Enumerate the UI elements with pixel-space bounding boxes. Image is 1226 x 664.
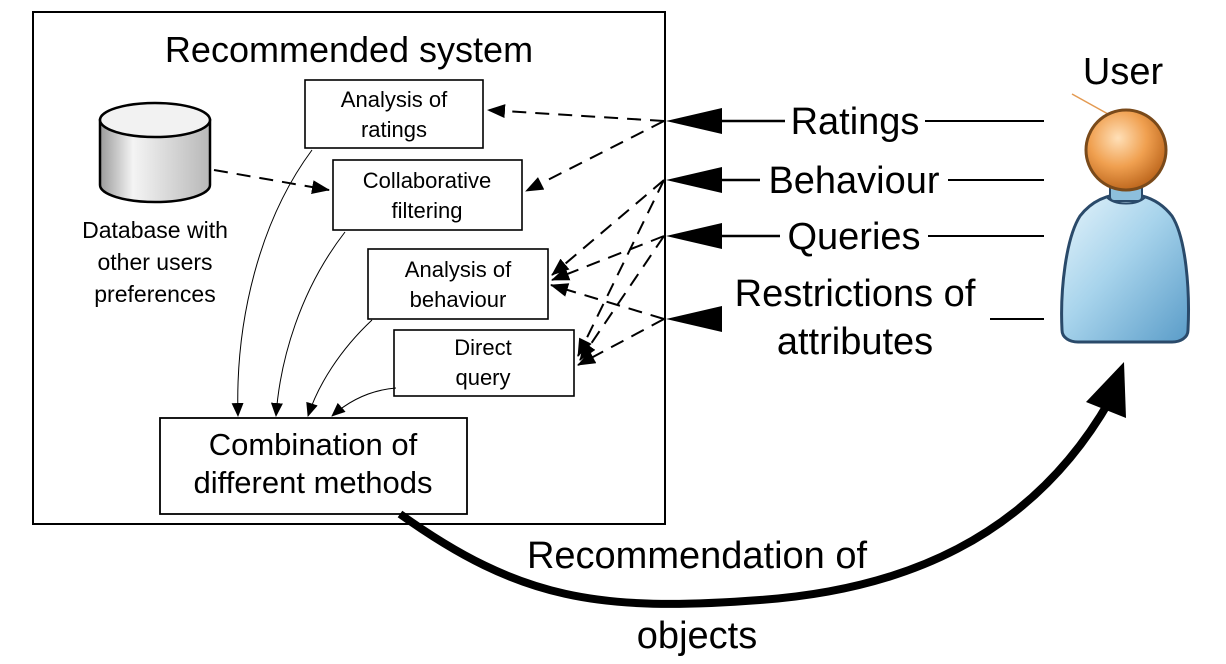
- restrictions-label-line1: Restrictions of: [735, 273, 976, 315]
- collaborative-filtering-line2: filtering: [392, 198, 463, 223]
- restrictions-to-analysis-arrow: [550, 283, 665, 320]
- collaborative-filtering-box: [332, 159, 523, 231]
- database-to-collaborative-arrow: [213, 169, 330, 194]
- ratings-to-combination-arrow: [231, 149, 313, 417]
- direct-query-line2: query: [455, 365, 510, 390]
- database-label-line1: Database with: [82, 217, 228, 243]
- ratings-to-analysis-arrow: [487, 104, 665, 122]
- analysis-of-ratings-line1: Analysis of: [341, 87, 448, 112]
- ratings-label: Ratings: [791, 101, 920, 143]
- queries-label: Queries: [787, 216, 920, 258]
- queries-input-arrow: [666, 223, 1044, 249]
- system-frame: [32, 11, 666, 525]
- recommendation-label-line1: Recommendation of: [527, 535, 868, 577]
- recommendation-label-line2: objects: [637, 615, 757, 657]
- database-label-line2: other users: [97, 249, 212, 275]
- behaviour-to-analysis-arrow: [551, 179, 665, 276]
- direct-query-line1: Direct: [454, 335, 511, 360]
- database-icon: [98, 101, 212, 204]
- ratings-to-collaborative-arrow: [525, 120, 665, 192]
- user-icon: [1060, 108, 1190, 344]
- collaborative-to-combination-arrow: [270, 231, 346, 417]
- combination-line1: Combination of: [209, 427, 418, 462]
- ratings-input-arrow: [666, 108, 1044, 134]
- analysis-of-behaviour-box: [367, 248, 549, 320]
- user-label: User: [1083, 51, 1164, 93]
- behaviour-input-arrow: [666, 167, 1044, 193]
- restrictions-label-line2: attributes: [777, 321, 933, 363]
- queries-to-query-arrow: [579, 235, 665, 361]
- recommendation-arrowhead: [1086, 362, 1126, 418]
- collaborative-filtering-line1: Collaborative: [363, 168, 491, 193]
- direct-query-box: [393, 329, 575, 397]
- behaviour-label: Behaviour: [768, 160, 939, 202]
- analysis-of-ratings-box: [304, 79, 484, 149]
- analysis-of-ratings-line2: ratings: [361, 117, 427, 142]
- combination-line2: different methods: [194, 465, 433, 500]
- analysis-of-behaviour-line1: Analysis of: [405, 257, 512, 282]
- restrictions-input-arrow: [666, 306, 1044, 332]
- behaviour-to-query-arrow: [577, 179, 665, 357]
- database-label-line3: preferences: [94, 281, 215, 307]
- query-to-combination-arrow: [331, 387, 397, 417]
- queries-to-analysis-arrow: [551, 235, 665, 281]
- combination-box: [159, 417, 468, 515]
- recommendation-output-arrow: [397, 398, 1114, 608]
- analysis-of-behaviour-line2: behaviour: [410, 287, 507, 312]
- behaviour-to-combination-arrow: [306, 319, 373, 417]
- user-label-pointer: [1071, 93, 1109, 115]
- system-title: Recommended system: [165, 29, 533, 70]
- restrictions-to-query-arrow: [577, 318, 665, 366]
